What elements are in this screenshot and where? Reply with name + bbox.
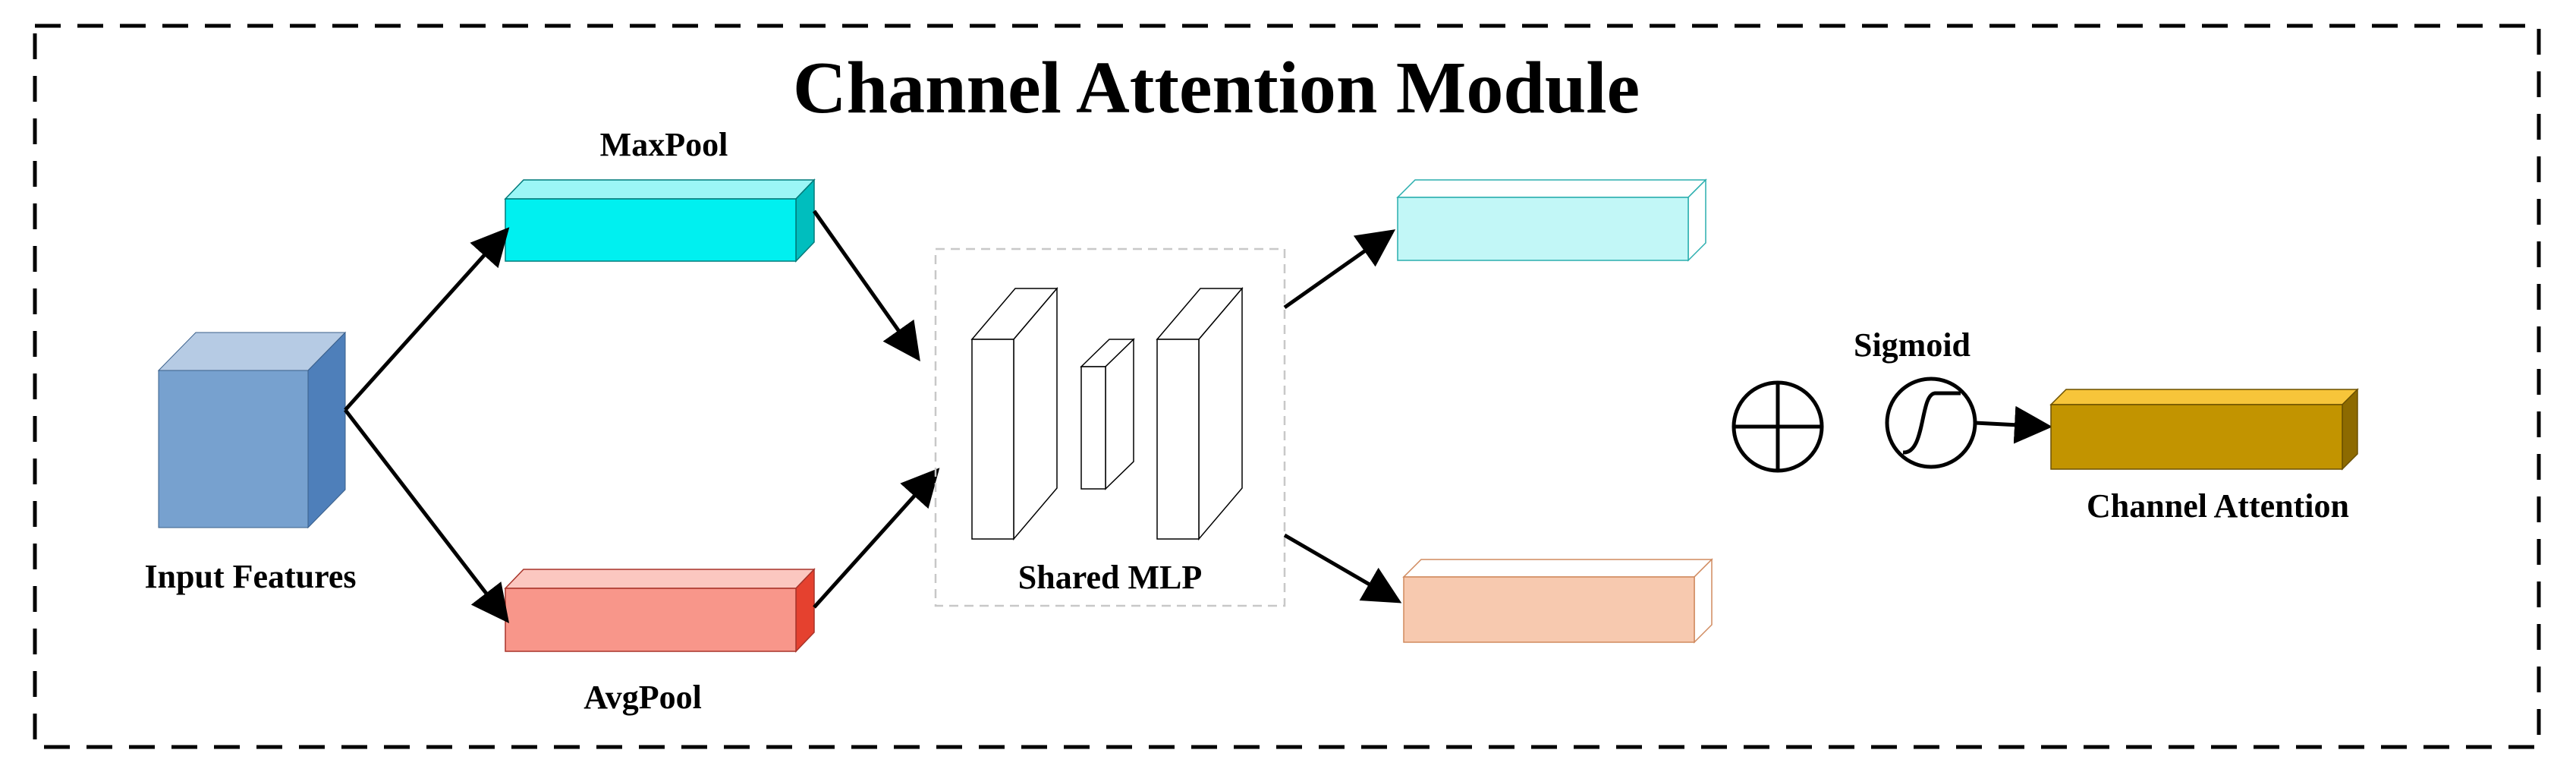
mlp-output-maxpool-bar <box>1396 178 1707 262</box>
arrow-input-to-avgpool <box>344 408 510 623</box>
sigmoid-icon <box>1885 377 1977 469</box>
mlp-layer-2 <box>1080 338 1135 490</box>
mlp-layer-3 <box>1156 286 1244 541</box>
arrow-sigmoid-to-output <box>1974 405 2052 444</box>
sigmoid-label: Sigmoid <box>1854 326 1971 364</box>
maxpool-label: MaxPool <box>600 126 728 163</box>
channel-attention-output-block <box>2049 388 2359 471</box>
maxpool-block <box>504 178 816 263</box>
channel-attention-label: Channel Attention <box>2087 487 2349 525</box>
elementwise-sum-icon <box>1731 380 1824 473</box>
arrow-mlp-to-maxpool-output <box>1283 229 1396 310</box>
input-features-label: Input Features <box>144 558 356 595</box>
arrow-input-to-maxpool <box>344 227 510 411</box>
arrow-mlp-to-avgpool-output <box>1283 533 1402 604</box>
avgpool-block <box>504 568 816 653</box>
shared-mlp-box <box>934 247 1286 607</box>
avgpool-label: AvgPool <box>583 679 702 716</box>
diagram-title: Channel Attention Module <box>793 47 1640 129</box>
input-features-block <box>157 331 347 529</box>
mlp-output-avgpool-bar <box>1402 558 1713 644</box>
arrow-maxpool-to-mlp <box>812 210 920 362</box>
module-frame <box>33 24 2541 749</box>
arrow-avgpool-to-mlp <box>813 468 940 609</box>
mlp-layer-1 <box>970 286 1058 541</box>
shared-mlp-label: Shared MLP <box>1018 559 1202 596</box>
